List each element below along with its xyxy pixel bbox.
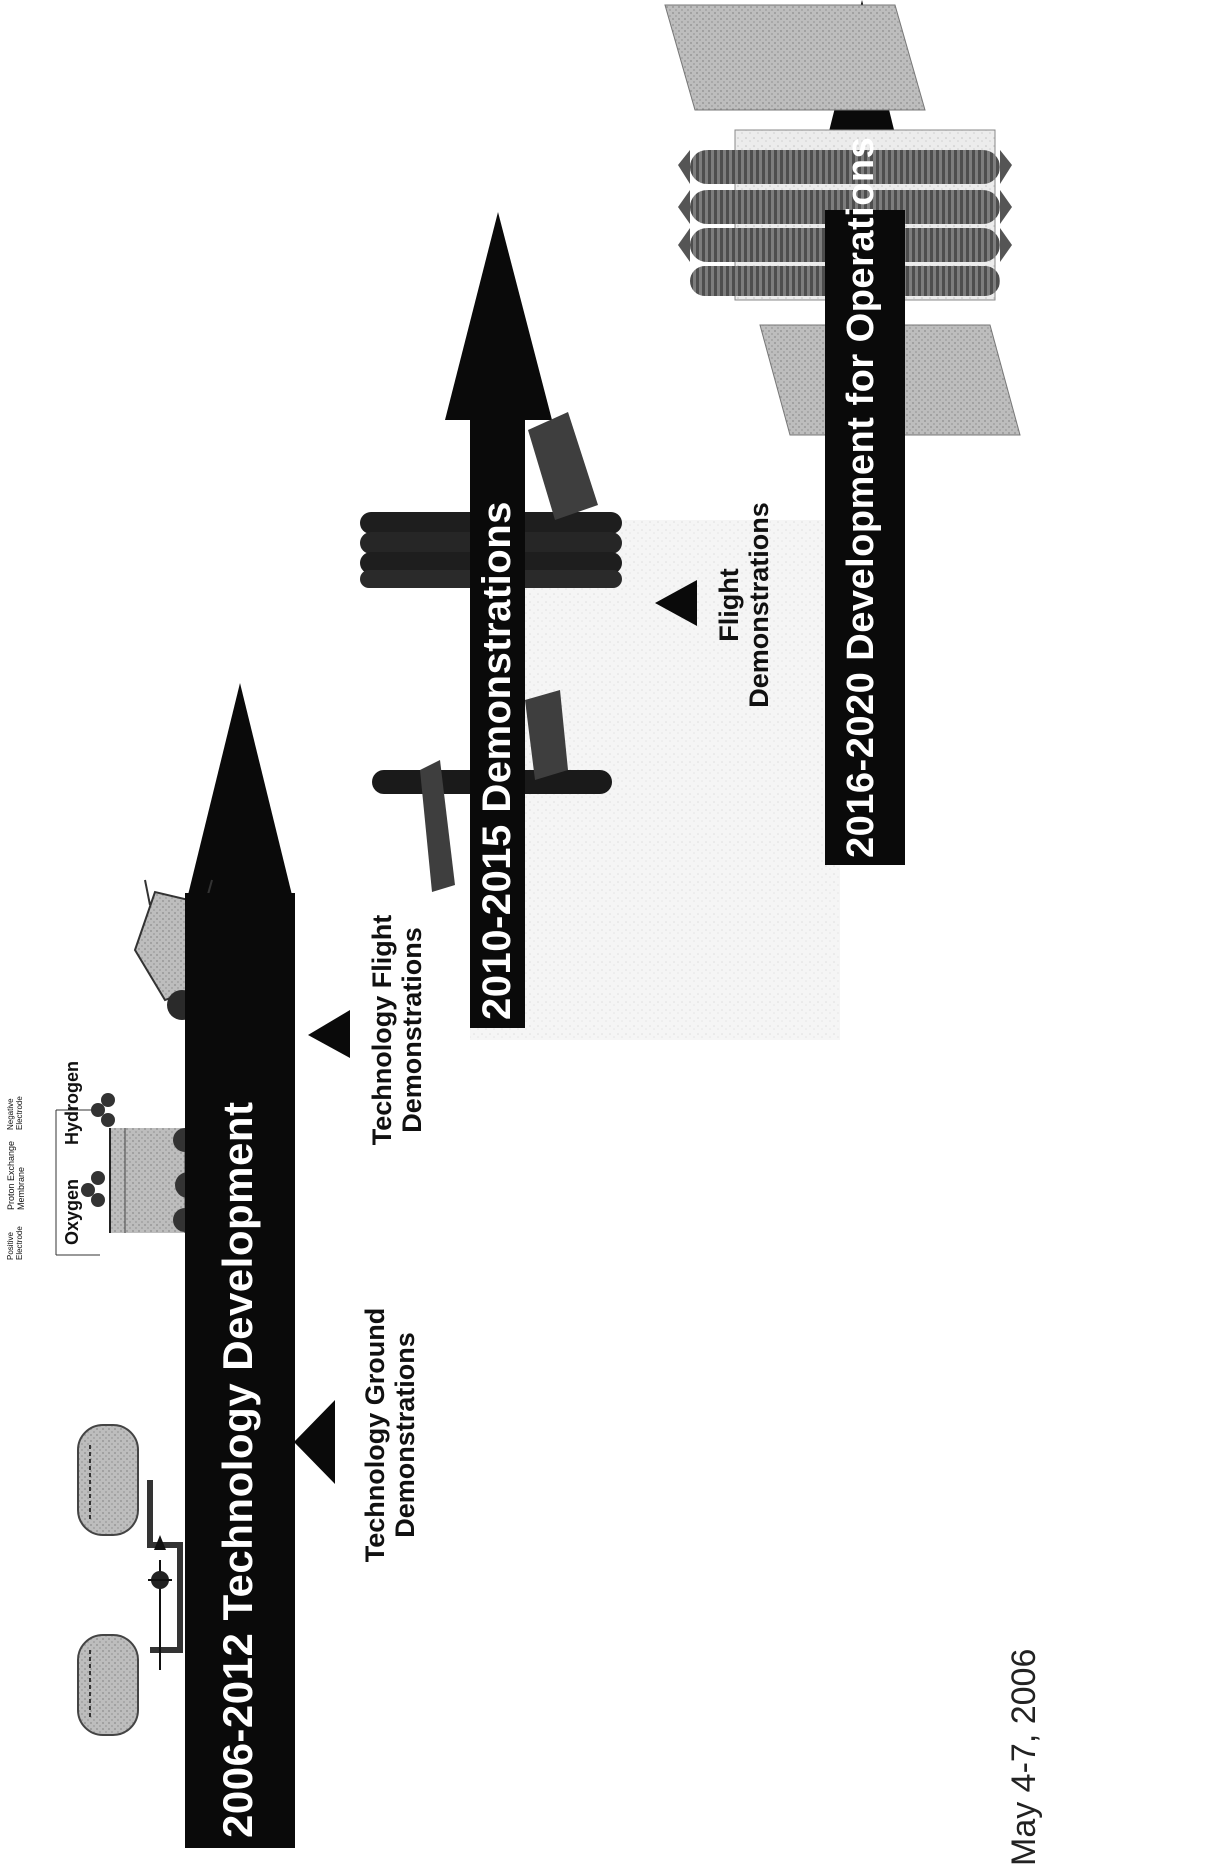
hydrogen-label: Hydrogen: [62, 1060, 82, 1145]
milestone-triangle-1: [294, 1400, 335, 1484]
milestone-triangle-3: [655, 580, 697, 626]
positive-electrode-label: Positive Electrode: [6, 1226, 24, 1260]
phase-label-3: 2016-2020 Development for Operations: [840, 136, 882, 858]
milestone-3-line1: Flight: [714, 568, 744, 642]
milestone-2-line2: Demonstrations: [397, 927, 427, 1133]
milestone-1-line2: Demonstrations: [390, 1332, 420, 1538]
footer-date: May 4-7, 2006: [1005, 1648, 1043, 1866]
milestone-caption-1: Technology Ground Demonstrations: [360, 1270, 420, 1600]
milestone-caption-3: Flight Demonstrations: [714, 500, 774, 710]
negative-electrode-label: Negative Electrode: [6, 1096, 24, 1130]
phase-label-2: 2010-2015 Demonstrations: [475, 501, 519, 1020]
milestone-caption-2: Technology Flight Demonstrations: [367, 880, 427, 1180]
phase-label-1: 2006-2012 Technology Development: [214, 1101, 261, 1838]
milestone-triangle-2: [308, 1010, 350, 1058]
milestone-2-line1: Technology Flight: [367, 914, 397, 1146]
ground-tank-illustration: [77, 1424, 183, 1736]
milestone-3-line2: Demonstrations: [744, 502, 774, 708]
milestone-1-line1: Technology Ground: [360, 1307, 390, 1563]
membrane-label: Proton Exchange Membrane: [6, 1140, 26, 1210]
oxygen-label: Oxygen: [62, 1178, 82, 1245]
